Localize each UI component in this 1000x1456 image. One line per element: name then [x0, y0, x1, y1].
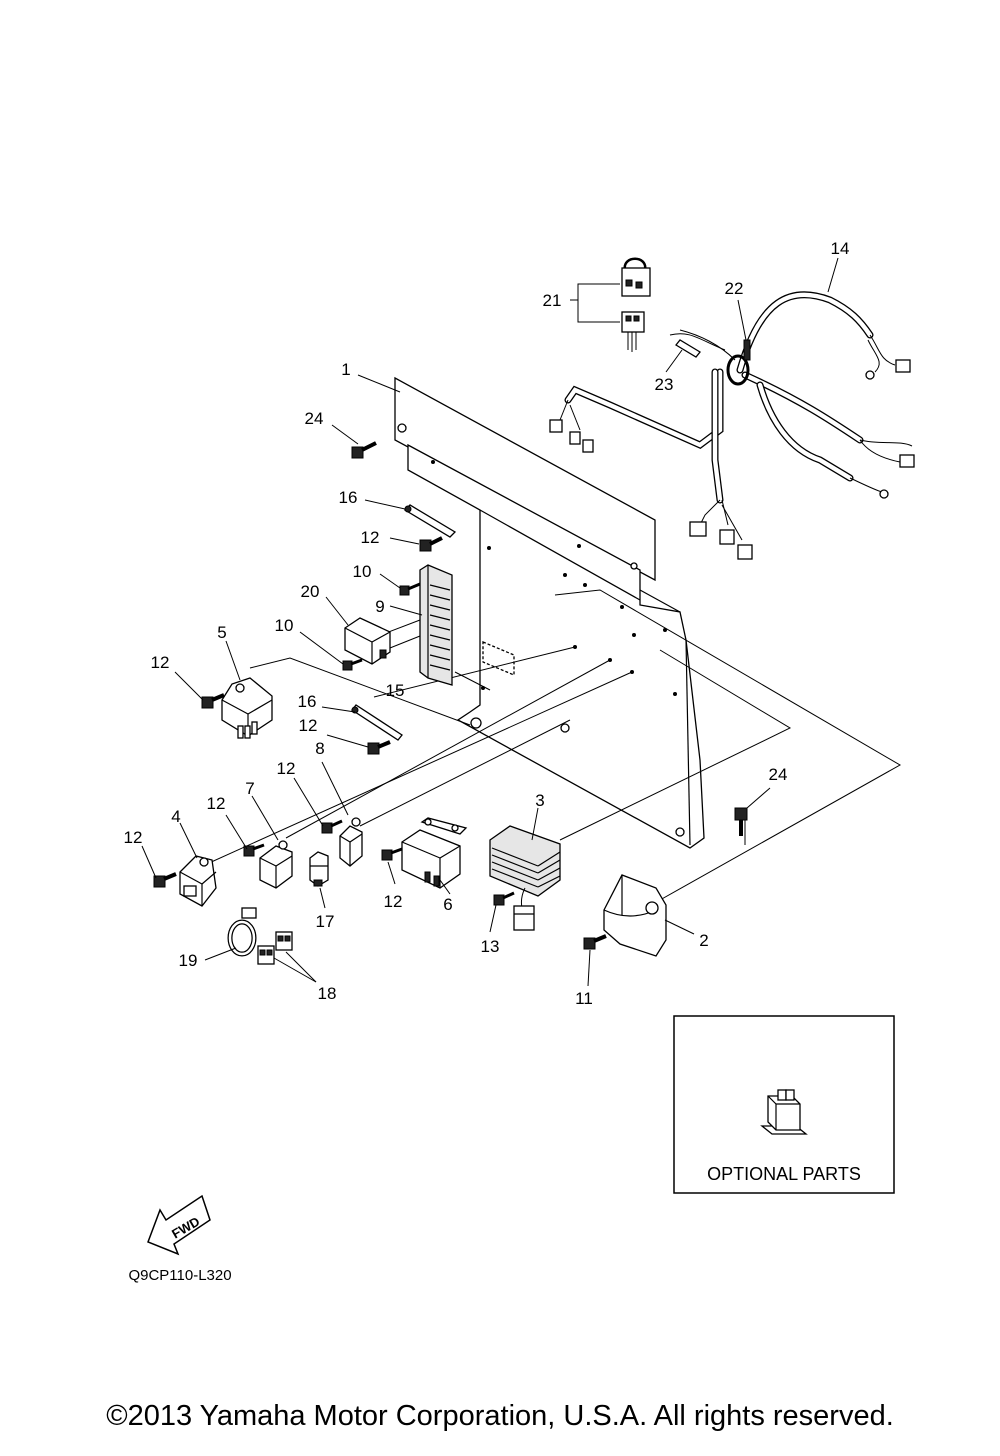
clamp-part-19	[227, 907, 257, 957]
callout-12-c: 12	[299, 716, 318, 735]
connector-part-17	[309, 851, 329, 887]
callout-14: 14	[831, 239, 850, 258]
clip-part-22	[743, 339, 751, 361]
callout-13: 13	[481, 937, 500, 956]
callout-22: 22	[725, 279, 744, 298]
callout-8: 8	[315, 739, 324, 758]
callout-11: 11	[575, 989, 593, 1008]
callout-17: 17	[316, 912, 335, 931]
callout-9: 9	[375, 597, 384, 616]
relay-part-20	[344, 617, 391, 665]
screw-part-12-b	[201, 693, 225, 709]
rectifier-regulator-part-3	[489, 825, 561, 931]
relay-part-6	[401, 817, 468, 889]
screw-part-12-f	[153, 872, 177, 888]
callout-numbers: 1 2 3 4 5 6 7 8 9 10 10 11 12 12 12 12 1…	[124, 239, 850, 1053]
callout-1: 1	[341, 360, 350, 379]
callout-6: 6	[443, 895, 452, 914]
relay-part-8	[339, 817, 363, 867]
screw-part-12-c	[367, 740, 391, 755]
module-part-4	[179, 855, 217, 907]
callout-19: 19	[179, 951, 198, 970]
screw-part-12-d	[321, 819, 343, 834]
callout-15: 15	[386, 681, 405, 700]
callout-12-e: 12	[207, 794, 226, 813]
callout-5: 5	[217, 623, 226, 642]
screw-part-12-g	[381, 847, 403, 861]
screw-part-12-a	[419, 536, 443, 552]
callout-12-d: 12	[277, 759, 296, 778]
screw-part-24-upper	[351, 441, 377, 459]
callout-24-b: 24	[769, 765, 788, 784]
callout-10-a: 10	[353, 562, 372, 581]
copyright-footer: ©2013 Yamaha Motor Corporation, U.S.A. A…	[106, 1400, 894, 1432]
callout-12-b: 12	[151, 653, 170, 672]
strap-part-16-lower	[351, 704, 403, 741]
wire-harness-part-14	[549, 291, 915, 560]
callout-16-b: 16	[298, 692, 317, 711]
callout-12-a: 12	[361, 528, 380, 547]
optional-parts-box: OPTIONAL PARTS	[673, 1015, 895, 1194]
callout-leaders	[141, 257, 839, 1095]
callout-4: 4	[171, 807, 180, 826]
connector-part-25	[760, 1089, 808, 1135]
callout-12-g: 12	[384, 892, 403, 911]
screw-part-12-e	[243, 843, 265, 857]
screw-part-13	[493, 891, 515, 906]
callout-3: 3	[535, 791, 544, 810]
screw-part-10-b	[342, 658, 363, 671]
relay-part-7	[259, 840, 293, 889]
callout-21: 21	[543, 291, 562, 310]
optional-parts-title: OPTIONAL PARTS	[707, 1164, 861, 1184]
module-part-5	[221, 677, 273, 739]
callout-16-a: 16	[339, 488, 358, 507]
callout-18: 18	[318, 984, 337, 1003]
assembly-lines	[197, 589, 902, 901]
unit-part-2	[603, 874, 667, 957]
fwd-arrow-icon: FWD	[147, 1194, 211, 1256]
fuse-part-23	[675, 339, 701, 358]
strap-part-16-upper	[403, 504, 457, 538]
coupler-set-part-21	[621, 257, 651, 352]
callout-10-b: 10	[275, 616, 294, 635]
callout-7: 7	[245, 779, 254, 798]
screw-part-24-lower	[734, 807, 748, 836]
connector-pair-part-18	[257, 931, 293, 965]
diagram-code: Q9CP110-L320	[128, 1267, 231, 1284]
callout-2: 2	[699, 931, 708, 950]
callout-12-f: 12	[124, 828, 143, 847]
screw-part-10-a	[399, 582, 421, 596]
fuse-block-part-9	[419, 564, 453, 686]
screw-part-11	[583, 934, 607, 950]
callout-23: 23	[655, 375, 674, 394]
bracket-plate-part-1	[394, 376, 705, 849]
callout-24-a: 24	[305, 409, 324, 428]
callout-20: 20	[301, 582, 320, 601]
